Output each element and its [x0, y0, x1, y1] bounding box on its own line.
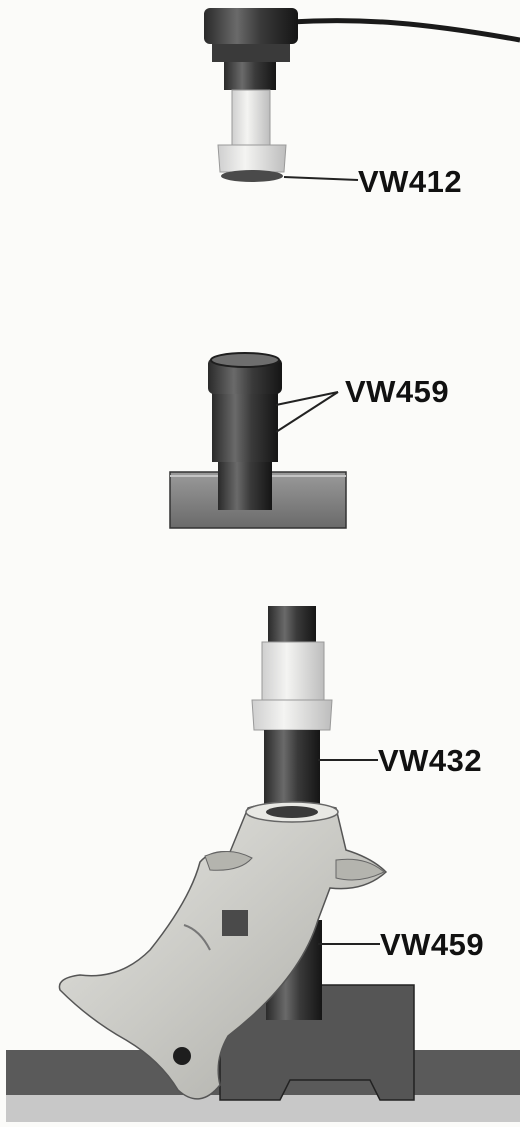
leader-line-vw459-a [275, 391, 339, 406]
tool-vw459-top-ring [208, 358, 282, 394]
press-ram-housing [204, 8, 298, 44]
casting-lug-left [204, 851, 253, 871]
label-vw459-stand: VW459 [345, 374, 450, 409]
tool-vw412-face [221, 170, 283, 182]
casting-bore [266, 806, 318, 818]
press-adapter-lower [261, 641, 325, 705]
label-vw459-assembly: VW459 [380, 927, 485, 962]
tool-vw432 [264, 730, 320, 806]
casting-rib [183, 924, 211, 951]
press-adapter-stem [231, 89, 271, 146]
press-head-group [204, 8, 520, 182]
leader-line-vw459-b [275, 391, 339, 433]
tool-vw459-lower [218, 455, 272, 510]
label-vw432: VW432 [378, 743, 483, 778]
casting-recess [222, 910, 248, 936]
label-vw412: VW412 [358, 164, 463, 199]
casting-lug-right [335, 858, 385, 881]
leader-line-vw412 [283, 176, 359, 181]
press-assembly-group [6, 606, 520, 1122]
tool-vw412 [217, 144, 287, 173]
steering-knuckle-casting [58, 801, 388, 1100]
press-adapter-flange [251, 699, 333, 731]
tool-vw459-body [212, 392, 278, 462]
tool-vw459-bore [210, 352, 280, 368]
press-ram-collar [212, 44, 290, 62]
press-cable [289, 18, 520, 43]
casting-hole [173, 1047, 191, 1065]
vw459-stand-group [169, 352, 347, 529]
press-ram [224, 62, 276, 90]
